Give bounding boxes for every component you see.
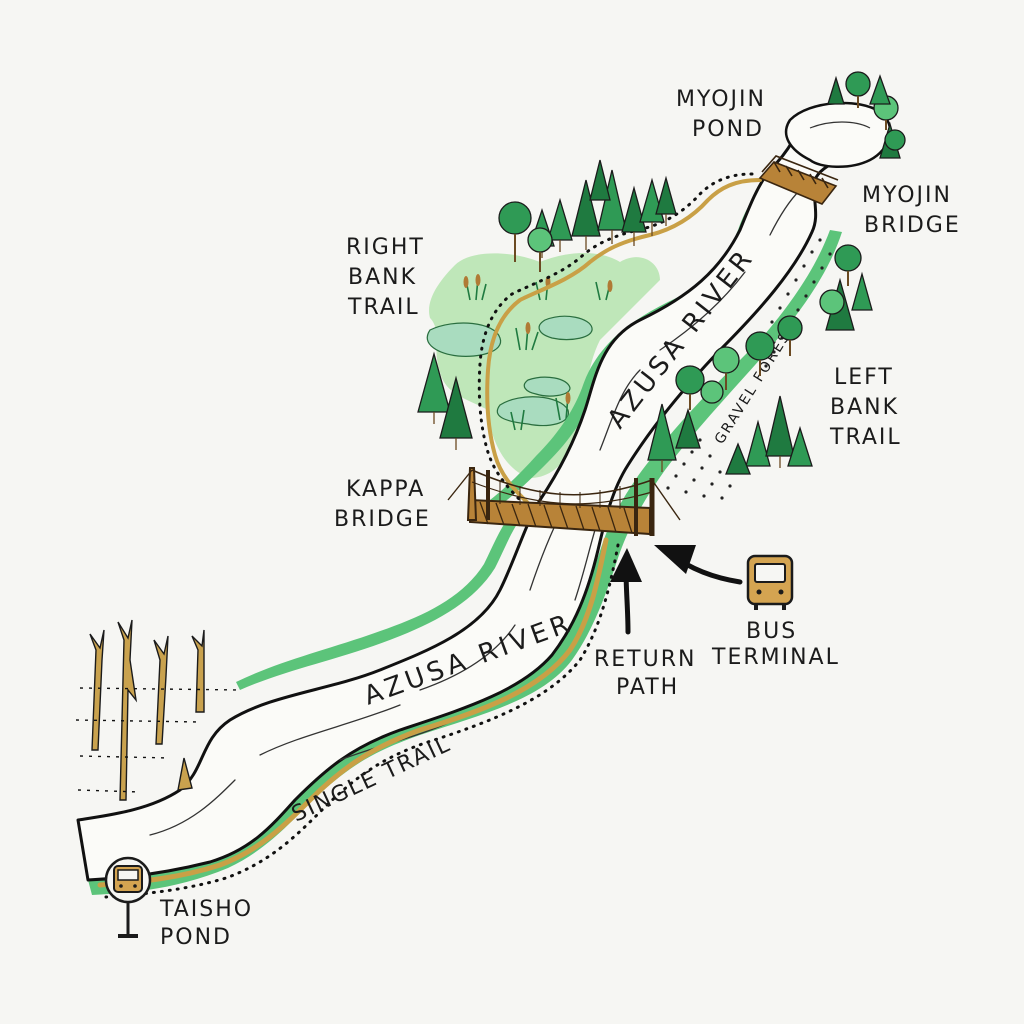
myojin-pond-label-line2: POND bbox=[692, 117, 764, 142]
conifers-left-marsh bbox=[417, 351, 473, 450]
right-bank-trail-label-line1: RIGHT bbox=[346, 235, 425, 260]
dead-trees-taisho bbox=[75, 619, 241, 801]
left-bank-trail-label-line3: TRAIL bbox=[829, 425, 902, 450]
bus-arrow-icon bbox=[654, 545, 743, 585]
right-bank-trail-dots bbox=[477, 172, 754, 507]
return-path-label-line2: PATH bbox=[616, 675, 679, 700]
marsh-pool bbox=[538, 315, 593, 341]
kappa-bridge bbox=[447, 467, 681, 536]
bus-stop-sign-icon bbox=[104, 856, 152, 938]
return-path-label-line1: RETURN bbox=[594, 647, 696, 672]
left-bank-forest bbox=[647, 244, 873, 475]
marsh-pool bbox=[523, 376, 571, 397]
myojin-pond bbox=[784, 101, 892, 168]
kappa-bridge-label-line1: KAPPA bbox=[346, 477, 425, 502]
left-bank-trail-label-line2: BANK bbox=[830, 395, 899, 420]
deciduous-trees-top bbox=[498, 201, 553, 272]
left-bank-trail-label-line1: LEFT bbox=[834, 365, 894, 390]
myojin-bridge bbox=[758, 155, 839, 205]
bus-icon bbox=[746, 554, 794, 610]
myojin-bridge-label-line1: MYOJIN bbox=[862, 183, 952, 208]
myojin-bridge-label-line2: BRIDGE bbox=[864, 213, 961, 238]
myojin-pond-area bbox=[784, 101, 892, 168]
marsh-pool bbox=[496, 396, 569, 427]
myojin-pond-label-line1: MYOJIN bbox=[676, 87, 766, 112]
right-bank-trail-label-line3: TRAIL bbox=[347, 295, 420, 320]
single-trail-dots bbox=[104, 543, 620, 899]
taisho-pond-label-line1: TAISHO bbox=[159, 897, 253, 922]
kappa-bridge-label-line2: BRIDGE bbox=[334, 507, 431, 532]
bus-terminal-label-line1: BUS bbox=[746, 619, 797, 644]
return-arrow-icon bbox=[610, 548, 642, 635]
arrows bbox=[610, 545, 743, 635]
marsh-area bbox=[429, 253, 660, 478]
myojin-trees bbox=[827, 71, 906, 159]
lower-right-bank-band bbox=[236, 516, 520, 690]
single-trail-line bbox=[97, 537, 609, 888]
right-bank-trail-label-line2: BANK bbox=[348, 265, 417, 290]
bus-terminal-label-line2: TERMINAL bbox=[711, 645, 840, 670]
wetland-marsh bbox=[426, 253, 660, 478]
right-bank-trail-line bbox=[485, 178, 762, 512]
taisho-pond-label-line2: POND bbox=[160, 925, 232, 950]
forest-trees bbox=[417, 71, 906, 475]
